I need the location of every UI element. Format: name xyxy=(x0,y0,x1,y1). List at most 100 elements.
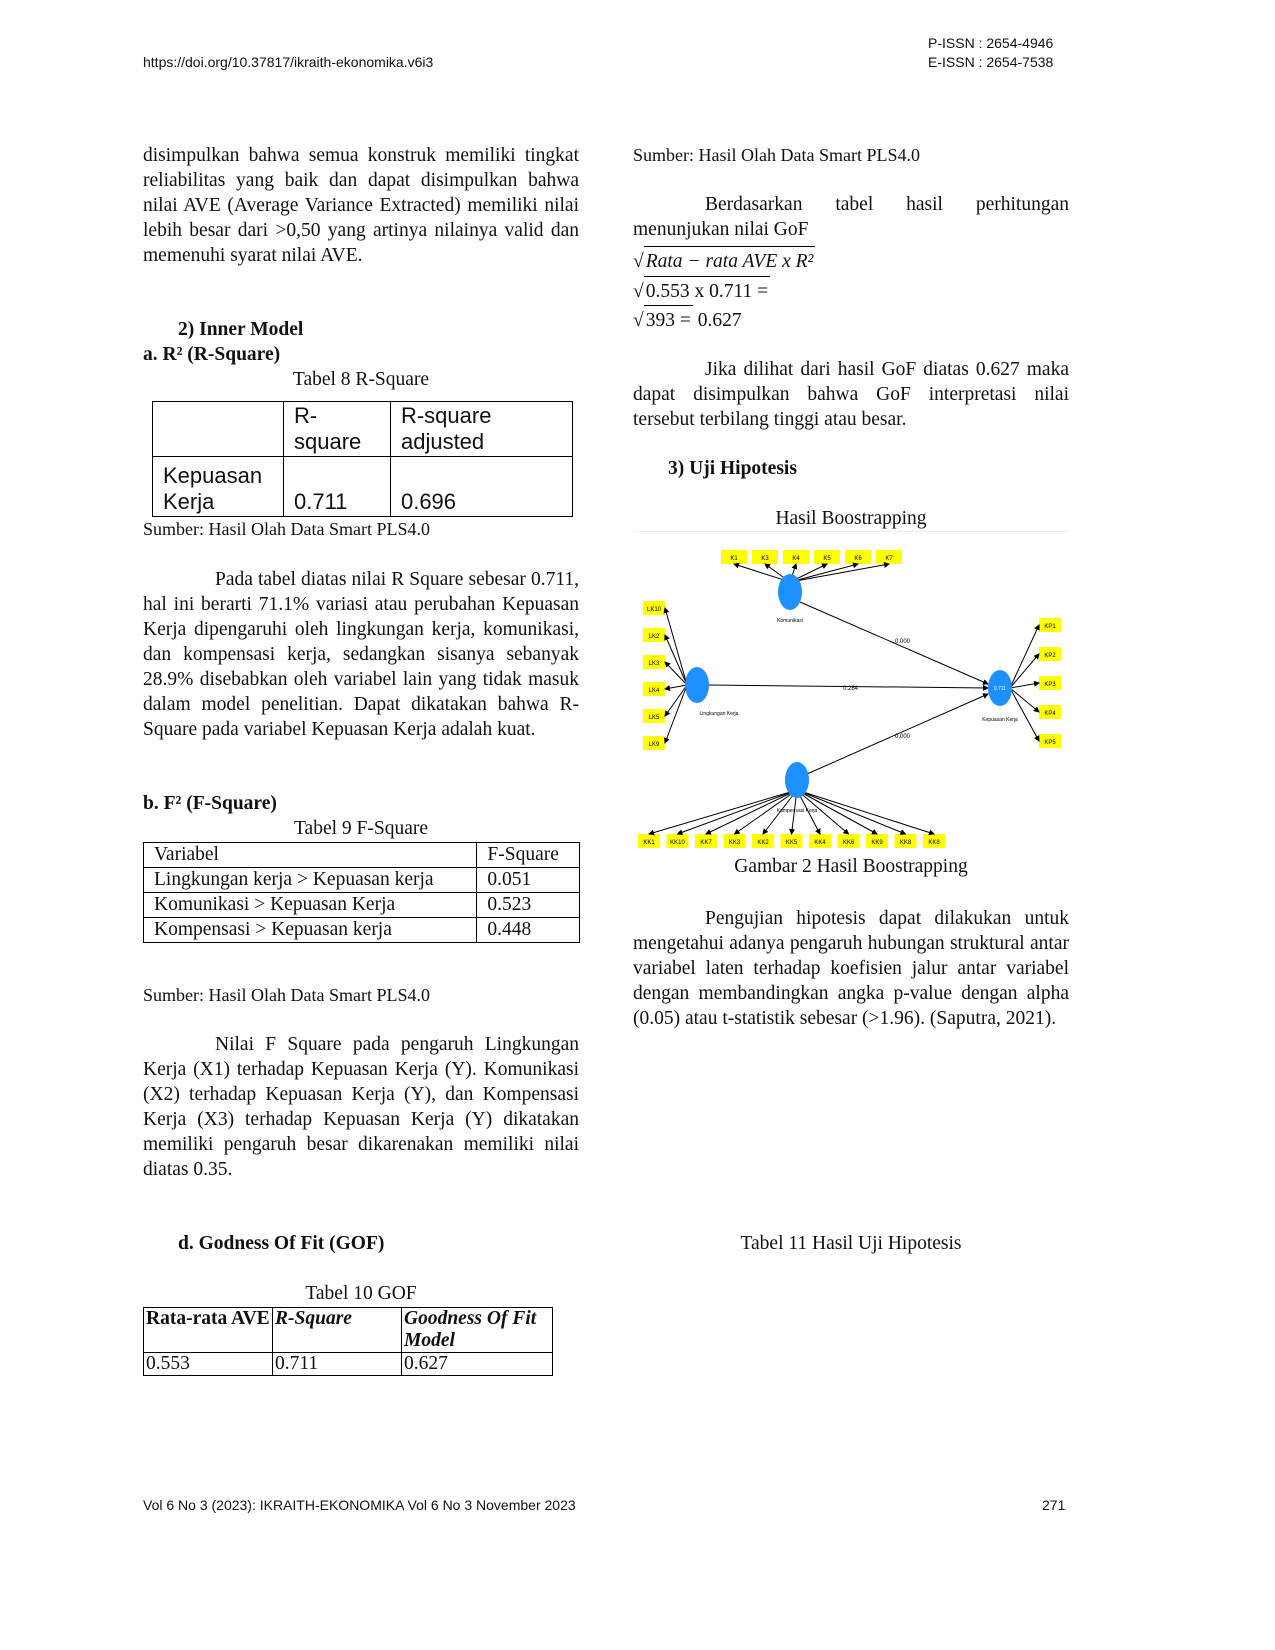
loading-arrow xyxy=(796,789,850,835)
indicator-box xyxy=(845,550,871,564)
paragraph-f-square: Nilai F Square pada pengaruh Lingkungan … xyxy=(143,1034,579,1180)
indicator-box xyxy=(643,709,665,723)
indicator-box xyxy=(752,834,774,848)
table11-caption: Tabel 11 Hasil Uji Hipotesis xyxy=(740,1233,962,1254)
loading-arrow xyxy=(796,789,878,835)
indicator-label: KK4 xyxy=(814,840,826,846)
latent-variable-komunikasi xyxy=(778,574,802,610)
indicator-box xyxy=(666,834,689,848)
paragraph-hypothesis: Pengujian hipotesis dapat dilakukan untu… xyxy=(633,908,1069,1029)
indicator-label: LK9 xyxy=(649,742,660,748)
path-value: 0.000 xyxy=(895,734,911,740)
loading-arrow xyxy=(648,789,798,836)
figure-caption: Gambar 2 Hasil Boostrapping xyxy=(734,856,968,877)
heading-f-square: b. F² (F-Square) xyxy=(143,793,277,814)
cell: 0.448 xyxy=(476,917,580,943)
paragraph-ave: disimpulkan bahwa semua konstruk memilik… xyxy=(143,145,579,266)
paragraph-gof-interpretation: Jika dilihat dari hasil GoF diatas 0.627… xyxy=(633,359,1069,430)
indicator-label: KK8 xyxy=(928,840,940,846)
cell: 0.523 xyxy=(476,892,580,918)
latent-variable-kompensasi xyxy=(785,762,809,798)
indicator-box xyxy=(1039,734,1061,748)
path-value: 0.000 xyxy=(895,639,911,645)
heading-r-square: a. R² (R-Square) xyxy=(143,344,281,365)
indicator-label: K3 xyxy=(761,556,769,562)
loading-arrow xyxy=(1009,680,1040,689)
loading-arrow xyxy=(762,789,798,835)
indicator-box xyxy=(643,601,665,615)
header-cell: F-Square xyxy=(476,842,580,868)
formula-1: √Rata − rata AVE x R² xyxy=(633,246,816,276)
paragraph-gof: Berdasarkan tabel hasil perhitungan menu… xyxy=(633,194,1069,240)
indicator-box xyxy=(1039,618,1061,632)
indicator-label: KK6 xyxy=(843,840,855,846)
indicator-box xyxy=(721,550,747,564)
indicator-label: LK10 xyxy=(647,607,662,613)
indicator-box xyxy=(809,834,831,848)
indicator-label: K1 xyxy=(730,556,738,562)
cell: 0.696 xyxy=(389,456,574,517)
page-number: 271 xyxy=(1042,1497,1066,1513)
indicator-box xyxy=(876,550,902,564)
loading-arrow xyxy=(664,634,688,686)
indicator-label: KK5 xyxy=(786,840,798,846)
indicator-label: KK2 xyxy=(757,840,769,846)
table8-caption: Tabel 8 R-Square xyxy=(292,369,430,390)
path-value: 0.284 xyxy=(843,686,859,692)
indicator-label: K5 xyxy=(823,556,831,562)
indicator-label: LK4 xyxy=(649,688,660,694)
path-arrow xyxy=(799,601,989,685)
heading-inner-model: 2) Inner Model xyxy=(178,319,304,340)
indicator-box xyxy=(1039,705,1061,719)
r-square-value: 0.711 xyxy=(994,686,1006,692)
cell: 0.553 xyxy=(143,1352,273,1376)
header-cell: R-Square xyxy=(272,1307,402,1353)
indicator-box xyxy=(780,834,803,848)
indicator-box xyxy=(1039,676,1061,690)
heading-gof: d. Godness Of Fit (GOF) xyxy=(178,1233,385,1254)
loading-arrow xyxy=(796,789,821,835)
indicator-label: KK1 xyxy=(643,840,655,846)
latent-label: Kepuasan Kerja xyxy=(982,717,1018,723)
loading-arrow xyxy=(1009,687,1040,742)
indicator-label: LK3 xyxy=(649,661,660,667)
indicator-box xyxy=(783,550,809,564)
pissn: P-ISSN : 2654-4946 xyxy=(928,35,1054,51)
latent-variable-lingkungan xyxy=(685,667,709,703)
doi-link[interactable]: https://doi.org/10.37817/ikraith-ekonomi… xyxy=(143,54,434,70)
loading-arrow xyxy=(789,561,890,583)
latent-label: Lingkungan Kerja xyxy=(700,711,739,717)
divider xyxy=(633,531,1069,532)
table9-caption: Tabel 9 F-Square xyxy=(293,818,428,839)
indicator-label: KK8 xyxy=(900,840,912,846)
indicator-box xyxy=(1039,647,1061,661)
loading-arrow xyxy=(705,789,798,835)
indicator-label: KK7 xyxy=(700,840,712,846)
indicator-label: KK9 xyxy=(871,840,883,846)
indicator-box xyxy=(752,550,778,564)
indicator-label: KP1 xyxy=(1044,624,1056,630)
indicator-label: KP5 xyxy=(1044,740,1056,746)
loading-arrow xyxy=(1009,624,1040,689)
indicator-box xyxy=(814,550,840,564)
cell: 0.711 xyxy=(272,1352,402,1376)
eissn: E-ISSN : 2654-7538 xyxy=(928,54,1054,70)
loading-arrow xyxy=(664,684,688,717)
indicator-box xyxy=(695,834,717,848)
cell: Kepuasan Kerja xyxy=(152,456,284,517)
loading-arrow xyxy=(663,607,688,686)
indicator-label: K6 xyxy=(854,556,862,562)
indicator-label: KP3 xyxy=(1044,682,1056,688)
latent-variable-kepuasan xyxy=(988,670,1012,706)
cell: 0.051 xyxy=(476,867,580,893)
cell: 0.627 xyxy=(401,1352,553,1376)
header-cell: R-square xyxy=(283,401,391,457)
indicator-box xyxy=(643,736,665,750)
loading-arrow xyxy=(733,562,791,583)
loading-arrow xyxy=(796,789,907,835)
